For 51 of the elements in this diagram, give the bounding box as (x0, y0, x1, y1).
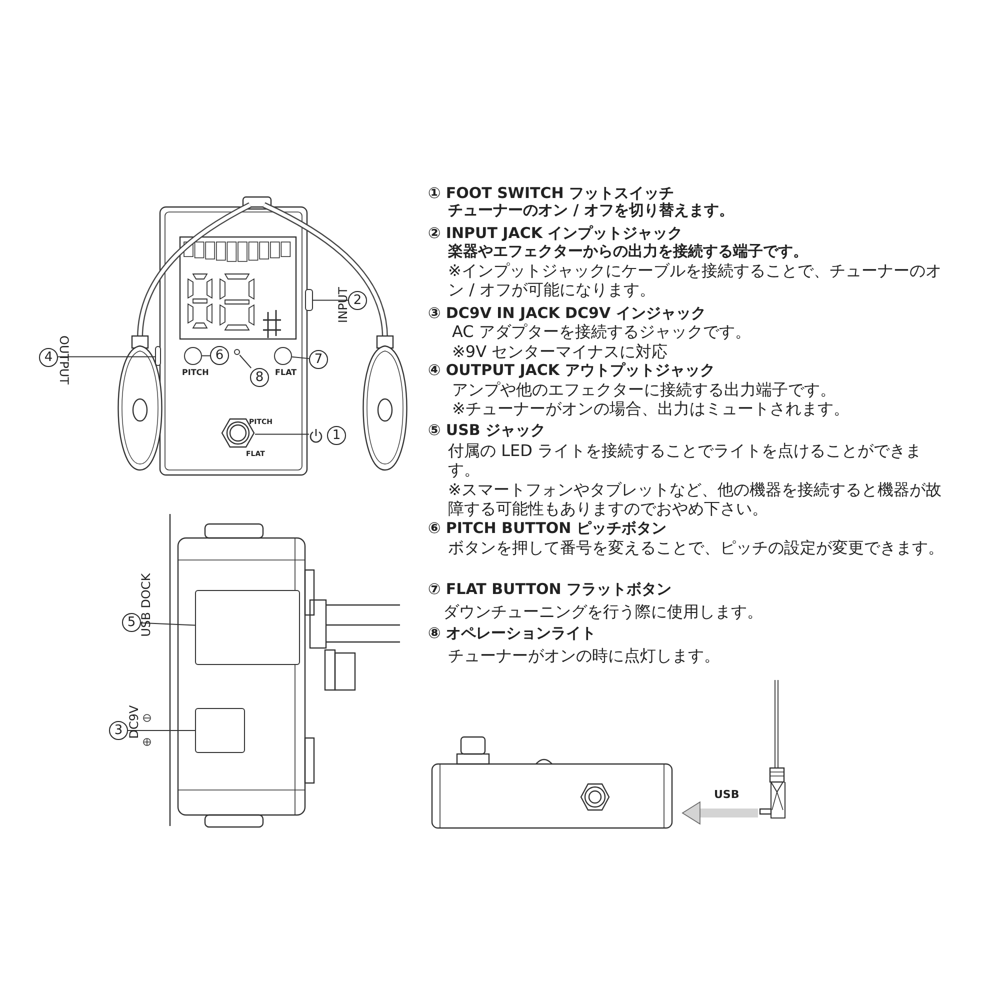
description-text: チューナーがオンの時に点灯します。 (448, 646, 721, 665)
part-label: INPUT (336, 287, 350, 323)
leader-line (140, 622, 196, 626)
button-label: PITCH (182, 368, 209, 378)
callout-number: 5 (122, 613, 141, 632)
operation-light (234, 349, 240, 355)
item-heading: ⑥ PITCH BUTTON ピッチボタン (428, 519, 666, 537)
callout-number: 1 (327, 426, 346, 445)
item-heading: ⑤ USB ジャック (428, 421, 546, 439)
callout-number: 7 (309, 350, 328, 369)
description-text: AC アダプターを接続するジャックです。 (452, 322, 752, 341)
description-text: ※9V センターマイナスに対応 (452, 342, 669, 361)
item-heading: ⑦ FLAT BUTTON フラットボタン (428, 580, 672, 598)
usb-dock (195, 590, 300, 665)
leader-line (202, 355, 210, 356)
button-label: FLAT (275, 368, 297, 378)
part-label: DC9V (127, 705, 141, 739)
pitch-button (184, 347, 202, 365)
leader-line (312, 300, 348, 301)
callout-number: 2 (348, 291, 367, 310)
part-label: USB DOCK (139, 573, 153, 637)
item-heading: ③ DC9V IN JACK DC9V インジャック (428, 304, 706, 322)
description-text: ダウンチューニングを行う際に使用します。 (443, 602, 764, 621)
item-heading: ④ OUTPUT JACK アウトプットジャック (428, 361, 715, 379)
leader-line (254, 434, 310, 435)
output-jack (155, 346, 161, 366)
item-heading: ① FOOT SWITCH フットスイッチ (428, 184, 674, 202)
description-text: ※チューナーがオンの場合、出力はミュートされます。 (452, 399, 850, 418)
edge-label: USB (712, 788, 742, 801)
description-text: ※スマートフォンやタブレットなど、他の機器を接続すると機器が故障する可能性もありますのでおやめ下さい。 (448, 480, 942, 518)
leader-line (239, 354, 252, 368)
callout-number: 3 (109, 721, 128, 740)
block-arrow (682, 802, 758, 824)
callout-number: 8 (250, 368, 269, 387)
part-label: OUTPUT (57, 336, 71, 384)
item-heading: ⑧ オペレーションライト (428, 624, 596, 642)
description-text: ※インプットジャックにケーブルを接続することで、チューナーのオン / オフが可能になります。 (448, 261, 942, 299)
description-text: ボタンを押して番号を変えることで、ピッチの設定が変更できます。 (448, 538, 945, 557)
callout-number: 6 (210, 346, 229, 365)
description-text: 楽器やエフェクターからの出力を接続する端子です。 (448, 242, 809, 260)
input-jack (305, 289, 313, 311)
flat-button (274, 347, 292, 365)
description-text: アンプや他のエフェクターに接続する出力端子です。 (452, 380, 837, 399)
leader-line (292, 356, 310, 360)
description-text: 付属の LED ライトを接続することでライトを点けることができます。 (448, 441, 923, 479)
callout-number: 4 (39, 348, 58, 367)
dc-jack (195, 708, 245, 753)
description-text: チューナーのオン / オフを切り替えます。 (448, 201, 735, 219)
leader-line (128, 730, 196, 731)
item-heading: ② INPUT JACK インプットジャック (428, 224, 683, 242)
leader-line (58, 356, 156, 358)
